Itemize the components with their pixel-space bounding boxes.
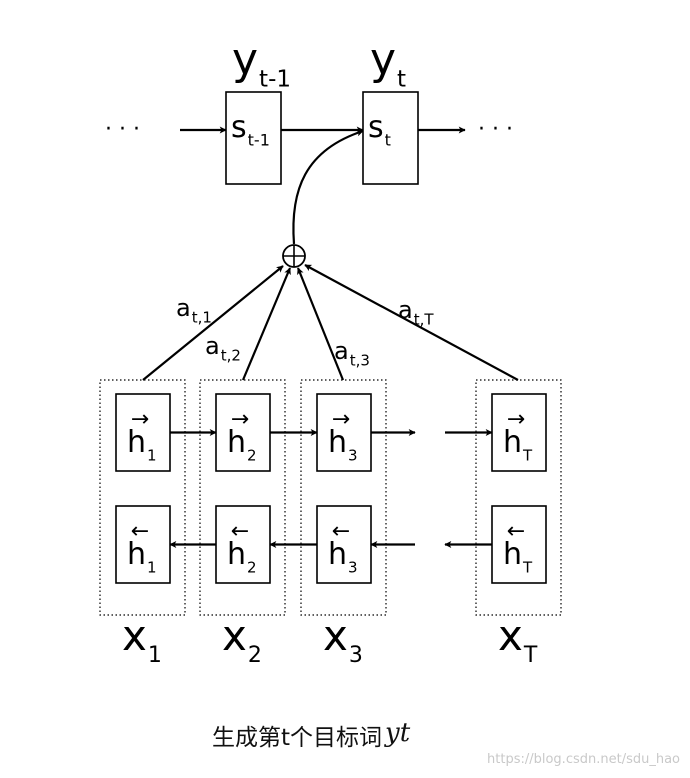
input-label-1: x1 bbox=[122, 611, 162, 668]
backward-arrow-mark-2: ← bbox=[231, 519, 249, 544]
attention-weight-label-3: at,3 bbox=[334, 337, 370, 370]
context-arrow bbox=[292, 129, 364, 245]
backward-arrow-mark-3: ← bbox=[332, 519, 350, 544]
decoder-state-box-1 bbox=[225, 91, 282, 185]
input-label-4: xT bbox=[498, 611, 538, 668]
forward-state-label-1: h1 bbox=[127, 425, 157, 464]
forward-state-label-4: hT bbox=[503, 425, 533, 464]
output-label-2: yt bbox=[370, 34, 406, 92]
forward-arrow-mark-3: → bbox=[332, 407, 350, 432]
attention-weight-label-2: at,2 bbox=[205, 332, 241, 365]
forward-state-label-2: h2 bbox=[227, 425, 257, 464]
attention-weight-label-4: at,T bbox=[398, 296, 434, 329]
backward-state-box-3 bbox=[316, 505, 372, 584]
input-label-3: x3 bbox=[323, 611, 363, 668]
caption-symbol: yt bbox=[385, 718, 411, 748]
forward-arrow-mark-4: → bbox=[507, 407, 525, 432]
backward-arrow-mark-4: ← bbox=[507, 519, 525, 544]
forward-state-box-3 bbox=[316, 393, 372, 472]
backward-state-label-2: h2 bbox=[227, 537, 257, 576]
ellipsis-right: · · · bbox=[478, 117, 513, 142]
attention-weight-label-1: at,1 bbox=[176, 294, 212, 327]
forward-state-label-3: h3 bbox=[328, 425, 358, 464]
decoder-state-box-2 bbox=[362, 91, 419, 185]
input-label-2: x2 bbox=[222, 611, 262, 668]
forward-arrow-mark-1: → bbox=[131, 407, 149, 432]
attention-arrow-2 bbox=[241, 267, 292, 381]
backward-state-box-4 bbox=[491, 505, 547, 584]
attention-arrow-4 bbox=[304, 264, 519, 381]
forward-arrow-mark-2: → bbox=[231, 407, 249, 432]
attention-arrow-3 bbox=[296, 267, 345, 381]
forward-state-box-1 bbox=[115, 393, 171, 472]
backward-state-label-4: hT bbox=[503, 537, 533, 576]
caption-text: 生成第t个目标词 bbox=[212, 725, 383, 751]
attention-arrow-1 bbox=[142, 265, 284, 381]
backward-state-label-1: h1 bbox=[127, 537, 157, 576]
forward-state-box-4 bbox=[491, 393, 547, 472]
output-label-1: yt-1 bbox=[232, 34, 291, 92]
backward-state-label-3: h3 bbox=[328, 537, 358, 576]
ellipsis-left: · · · bbox=[105, 117, 140, 142]
watermark: https://blog.csdn.net/sdu_hao bbox=[487, 752, 680, 767]
decoder-state-label-1: st-1 bbox=[231, 110, 270, 149]
backward-arrow-mark-1: ← bbox=[131, 519, 149, 544]
backward-state-box-1 bbox=[115, 505, 171, 584]
decoder-state-label-2: st bbox=[368, 110, 391, 149]
